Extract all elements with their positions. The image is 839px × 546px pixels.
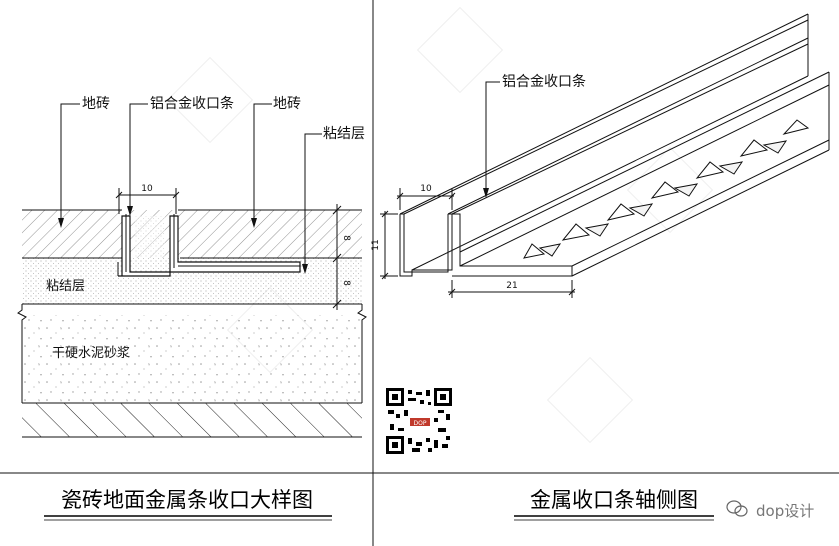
qr-badge-text: DOP [414,420,427,427]
wechat-icon [726,500,748,517]
flange-perforations [523,119,810,259]
label-bond-right: 粘结层 [323,126,365,142]
mortar-layer [22,315,362,403]
tile-layer [22,210,362,258]
right-drawing-title: 金属收口条轴侧图 [530,488,698,512]
label-tile-right: 地砖 [273,96,301,112]
dim-width-right-text: 10 [420,184,432,194]
qr-code: DOP [386,388,452,454]
substrate-hatch [22,403,362,437]
dim-height-text: 11 [371,239,381,250]
label-trim-right: 铝合金收口条 [502,73,586,90]
left-drawing-title: 瓷砖地面金属条收口大样图 [61,488,313,512]
label-bond-left: 粘结层 [46,279,85,294]
label-trim-left: 铝合金收口条 [150,95,234,112]
label-tile-left: 地砖 [82,96,110,112]
section-detail-drawing: 10 8 8 地砖 铝合金收口条 地砖 粘结层 粘结层 干硬水泥砂浆 [17,95,367,438]
dim-bond-thickness-text: 8 [341,280,351,286]
dim-width-text: 10 [141,184,153,194]
dim-tile-thickness-text: 8 [341,235,351,241]
source-watermark-text: dop设计 [756,502,814,520]
axonometric-drawing: 铝合金收口条 10 11 21 [371,13,830,298]
dim-flange-text: 21 [506,281,517,291]
label-mortar: 干硬水泥砂浆 [52,346,130,361]
